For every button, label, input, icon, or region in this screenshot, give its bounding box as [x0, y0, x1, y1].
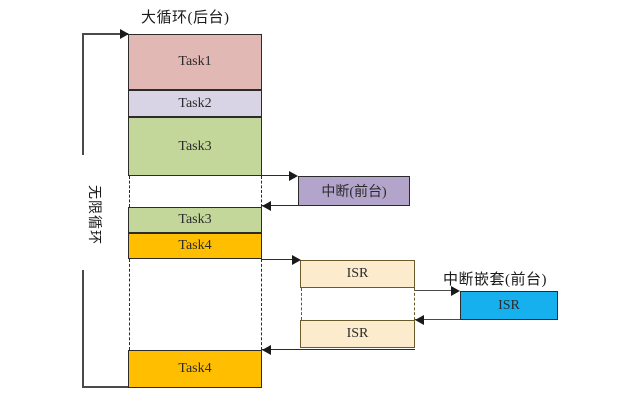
background-loop-title: 大循环(后台) — [141, 10, 230, 26]
arrow-to-isr-line — [262, 259, 294, 261]
isr-block-lower: ISR — [300, 320, 415, 348]
gap2-top-border — [128, 258, 262, 260]
task-block-task3-second: Task3 — [128, 207, 262, 233]
task-block-task1: Task1 — [128, 34, 262, 90]
arrow-from-interrupt-head-icon — [262, 201, 271, 211]
nested-isr-block: ISR — [460, 291, 558, 320]
loop-label-backdrop — [73, 155, 93, 270]
arrow-to-interrupt-line — [262, 175, 291, 177]
arrow-from-nested-isr-head-icon — [415, 315, 424, 325]
task-block-task4-second: Task4 — [128, 350, 262, 388]
dashed-guide-left-gap1 — [129, 176, 130, 207]
isr-block-upper: ISR — [300, 260, 415, 288]
task-block-task3-first: Task3 — [128, 117, 262, 176]
loop-bottom-line — [82, 386, 128, 388]
dashed-guide-left-gap2 — [129, 259, 130, 350]
arrow-to-interrupt-head-icon — [289, 171, 298, 181]
dashed-guide-isr-left — [301, 288, 302, 320]
arrow-from-isr-head-icon — [262, 345, 271, 355]
arrow-from-isr-line — [262, 349, 415, 351]
loop-arrow-head-icon — [120, 29, 129, 39]
arrow-to-isr-head-icon — [292, 255, 301, 265]
gap1-top-border — [128, 175, 262, 177]
dashed-guide-right-gap2 — [261, 259, 262, 350]
loop-top-line — [82, 33, 128, 35]
arrow-to-nested-isr-head-icon — [451, 286, 460, 296]
task-block-task4-first: Task4 — [128, 233, 262, 259]
arrow-from-nested-isr-line — [415, 319, 460, 321]
dashed-guide-isr-right — [414, 288, 415, 320]
interrupt-block: 中断(前台) — [298, 176, 410, 206]
arrow-from-interrupt-line — [262, 205, 410, 207]
infinite-loop-label: 无限循环 — [86, 185, 101, 245]
task-block-task2: Task2 — [128, 90, 262, 117]
arrow-to-nested-isr-line — [415, 290, 453, 292]
dashed-guide-right-gap1 — [261, 176, 262, 207]
nested-interrupt-title: 中断嵌套(前台) — [443, 272, 547, 288]
